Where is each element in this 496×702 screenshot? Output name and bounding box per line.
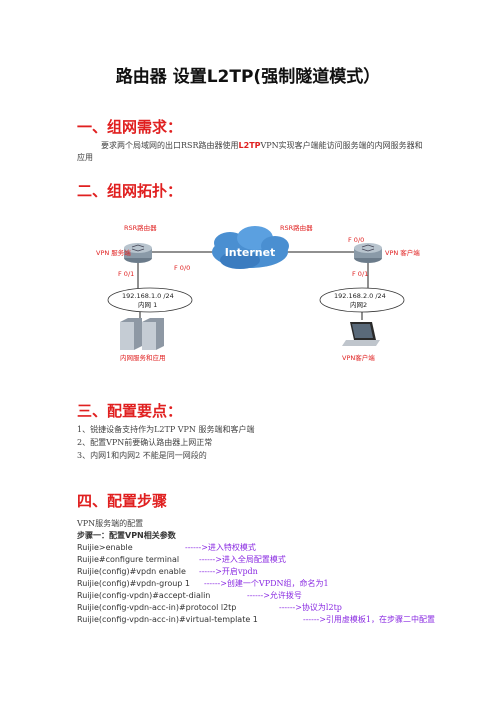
step-title: 步骤一：配置VPN相关参数 — [77, 531, 176, 540]
section-heading-key-points: 三、配置要点： — [77, 402, 183, 420]
left-subnet-cloud-icon — [107, 287, 193, 313]
config-command: Ruijie#configure terminal — [77, 555, 180, 564]
left-wan-port-label: F 0/0 — [174, 264, 190, 272]
internet-cloud-icon — [212, 226, 289, 269]
requirements-text-after: VPN实现客户端能访问服务端的内网服务器和应用 — [77, 141, 423, 162]
left-subnet-label: 192.168.1.0 /24 — [122, 292, 174, 300]
config-line: Ruijie(config-vpdn-acc-in)#virtual-templ… — [77, 614, 435, 626]
requirements-text-before: 要求两个局域网的出口RSR路由器使用 — [101, 141, 239, 150]
config-intro: VPN服务端的配置 — [77, 519, 144, 528]
right-role-label: VPN 客户端 — [385, 248, 420, 257]
right-net-label: 内网2 — [350, 300, 367, 309]
right-lan-port-label: F 0/1 — [352, 270, 368, 278]
left-net-label: 内网 1 — [138, 300, 157, 309]
config-comment: ------>进入特权模式 — [185, 543, 256, 552]
internet-label: Internet — [225, 246, 276, 259]
right-wan-port-label: F 0/0 — [348, 236, 364, 244]
config-command: Ruijie(config-vpdn-acc-in)#virtual-templ… — [77, 615, 258, 624]
requirements-highlight: L2TP — [238, 141, 261, 150]
laptop-icon — [342, 322, 380, 346]
key-points-list: 1、锐捷设备支持作为L2TP VPN 服务端和客户端 2、配置VPN前要确认路由… — [77, 423, 254, 462]
client-label: VPN客户端 — [342, 353, 375, 362]
server-icon — [120, 318, 164, 350]
config-line: Ruijie>enable ------>进入特权模式 — [77, 542, 258, 554]
config-comment: ------>进入全局配置模式 — [199, 555, 286, 564]
config-line: Ruijie(config-vpdn-acc-in)#protocol l2tp… — [77, 602, 342, 614]
config-line: Ruijie#configure terminal ------>进入全局配置模式 — [77, 554, 286, 566]
config-command: Ruijie(config-vpdn)#accept-dialin — [77, 591, 211, 600]
config-command: Ruijie(config)#vpdn-group 1 — [77, 579, 190, 588]
network-topology-diagram: Internet RSR路由器 RSR路由器 VPN 服务端 VPN 客户端 F… — [96, 223, 420, 362]
config-line: Ruijie(config)#vpdn-group 1 ------>创建一个VP… — [77, 578, 329, 590]
config-steps: VPN服务端的配置 步骤一：配置VPN相关参数 Ruijie>enable ---… — [77, 518, 435, 626]
config-line: Ruijie(config)#vpdn enable ------>开启vpdn — [77, 566, 258, 578]
section-heading-requirements: 一、组网需求： — [77, 118, 183, 136]
page-title: 路由器 设置L2TP(强制隧道模式） — [115, 67, 381, 87]
config-command: Ruijie(config)#vpdn enable — [77, 567, 186, 576]
right-subnet-label: 192.168.2.0 /24 — [334, 292, 386, 300]
config-comment: ------>允许拨号 — [247, 591, 302, 600]
config-command: Ruijie>enable — [77, 543, 133, 552]
config-line: Ruijie(config-vpdn)#accept-dialin ------>… — [77, 590, 302, 602]
section-heading-topology: 二、组网拓扑： — [77, 182, 183, 200]
list-item: 1、锐捷设备支持作为L2TP VPN 服务端和客户端 — [77, 425, 255, 434]
left-lan-port-label: F 0/1 — [118, 270, 134, 278]
config-comment: ------>创建一个VPDN组，命名为1 — [204, 579, 329, 588]
list-item: 3、内网1和内网2 不能是同一网段的 — [77, 451, 207, 460]
requirements-paragraph: 要求两个局域网的出口RSR路由器使用L2TPVPN实现客户端能访问服务端的内网服… — [77, 140, 427, 164]
list-item: 2、配置VPN前要确认路由器上网正常 — [77, 438, 213, 447]
left-router-icon — [124, 243, 152, 263]
config-comment: ------>开启vpdn — [199, 567, 258, 576]
config-command: Ruijie(config-vpdn-acc-in)#protocol l2tp — [77, 603, 237, 612]
right-router-icon — [354, 243, 382, 263]
servers-label: 内网服务和应用 — [120, 353, 166, 362]
right-router-label: RSR路由器 — [280, 223, 313, 232]
left-router-label: RSR路由器 — [124, 223, 157, 232]
config-comment: ------>引用虚模板1，在步骤二中配置 — [303, 615, 436, 624]
left-role-label: VPN 服务端 — [96, 248, 131, 257]
config-comment: ------>协议为l2tp — [279, 603, 342, 612]
section-heading-config-steps: 四、配置步骤 — [77, 492, 168, 510]
